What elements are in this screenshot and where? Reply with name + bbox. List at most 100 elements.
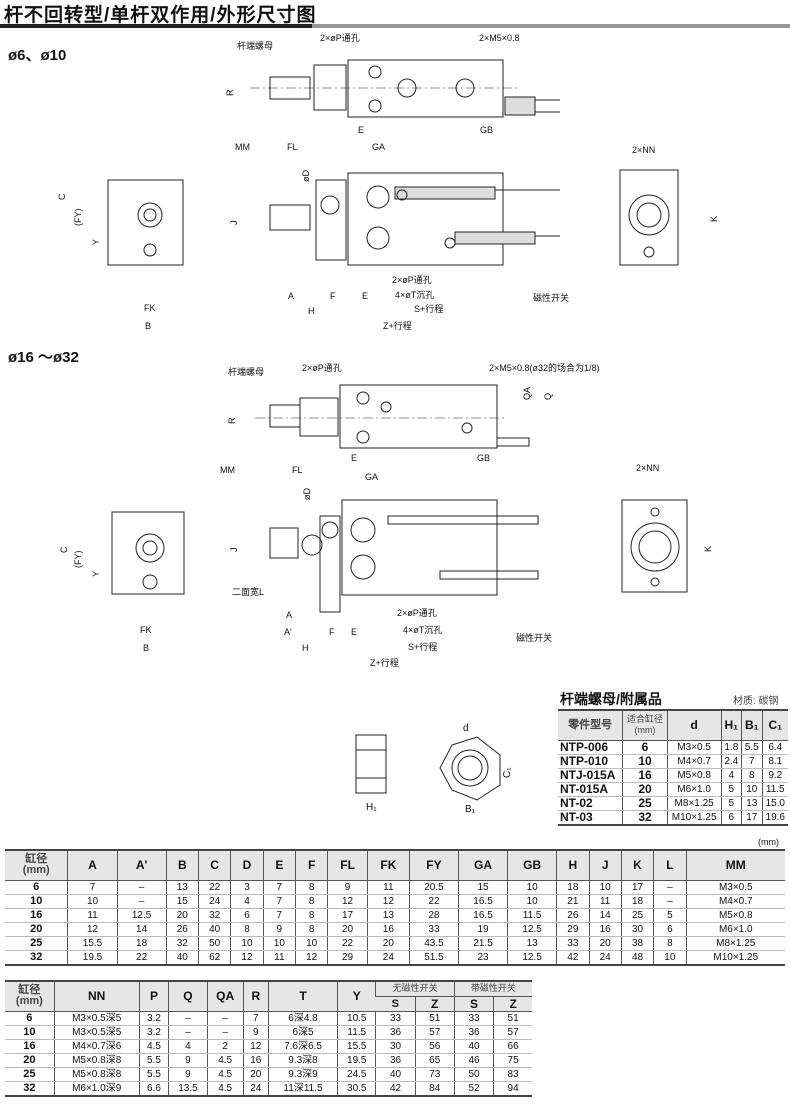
table-cell: 7 [741, 754, 763, 769]
table-cell: 51.5 [408, 950, 459, 965]
table-cell: 11深11.5 [267, 1081, 338, 1096]
column-header: P [138, 981, 169, 1012]
label-m5: 2×M5×0.8(ø32的场合为1/8) [489, 363, 600, 373]
label-h1: H₁ [366, 802, 377, 813]
table-cell: 9.3深9 [267, 1067, 338, 1082]
table-cell: 8 [294, 894, 328, 909]
column-header: L [653, 850, 687, 881]
nut-drawings [355, 734, 501, 801]
table-cell: 6 [720, 810, 742, 825]
table-cell: M4×0.7 [685, 894, 785, 909]
table-cell: 94 [493, 1081, 532, 1096]
table-cell: M3×0.5深5 [53, 1025, 140, 1040]
label-p-hole-2: 2×øP通孔 [392, 275, 432, 285]
table-cell: 8 [294, 922, 328, 937]
table-cell: M10×1.25 [666, 810, 722, 825]
column-header: GB [507, 850, 557, 881]
column-header: H [556, 850, 589, 881]
table-cell: 21.5 [457, 936, 508, 951]
table-cell: 4 [168, 1039, 208, 1054]
table-cell: 12.5 [116, 908, 167, 923]
table-cell: 24 [366, 950, 410, 965]
label-f: F [330, 291, 336, 301]
table-cell: M4×0.7深6 [53, 1039, 140, 1054]
table-cell: 9 [168, 1053, 208, 1068]
table-cell: 29 [556, 922, 589, 937]
label-s: S+行程 [408, 642, 438, 652]
label-h: H [308, 306, 315, 316]
table-cell: 11 [366, 880, 410, 895]
label-e-2: E [351, 627, 358, 637]
table-cell: – [116, 880, 167, 895]
table-cell: 12 [230, 950, 264, 965]
table-cell: M8×1.25 [666, 796, 722, 811]
table-cell: 10 [5, 894, 68, 909]
table-cell: NT-015A [558, 782, 623, 797]
table-cell: 4.5 [138, 1039, 169, 1054]
small-front-view [269, 172, 560, 266]
table-cell: 38 [620, 936, 654, 951]
table-cell: M3×0.5 [685, 880, 785, 895]
table-cell: 20 [5, 1053, 55, 1068]
small-end-views [107, 169, 679, 266]
column-header: Z [414, 996, 455, 1012]
table-cell: 9.2 [761, 768, 788, 783]
table-cell: 51 [414, 1011, 455, 1026]
table-cell: 14 [116, 922, 167, 937]
label-fl: FL [292, 465, 303, 475]
column-header: T [267, 981, 338, 1012]
label-b1: B₁ [465, 804, 476, 815]
label-m5: 2×M5×0.8 [479, 33, 520, 43]
column-header: S [375, 996, 416, 1012]
table-cell: 24 [242, 1081, 269, 1096]
label-y: Y [91, 570, 101, 577]
table-cell: 83 [493, 1067, 532, 1082]
table-cell: 13.5 [168, 1081, 208, 1096]
table-cell: 15 [457, 880, 508, 895]
table-cell: 18 [116, 936, 167, 951]
label-switch: 磁性开关 [516, 633, 553, 643]
table-cell: 4 [230, 894, 264, 909]
table-cell: 66 [493, 1039, 532, 1054]
label-e: E [358, 125, 365, 135]
table-cell: 8 [294, 880, 328, 895]
label-fk: FK [144, 303, 156, 313]
table-cell: – [653, 880, 687, 895]
table-cell: 12.5 [507, 922, 557, 937]
table-cell: 42 [556, 950, 589, 965]
table-cell: 4 [720, 768, 742, 783]
label-gb: GB [480, 125, 494, 135]
label-b: B [145, 321, 152, 331]
table-cell: 28 [408, 908, 459, 923]
table-cell: 6 [230, 908, 264, 923]
column-header: Q [168, 981, 208, 1012]
table-cell: 20 [588, 936, 622, 951]
table-cell: 16 [622, 768, 668, 783]
column-header: H₁ [720, 710, 742, 741]
table-cell: 33 [375, 1011, 416, 1026]
table-cell: 6 [5, 880, 68, 895]
table-cell: 51 [493, 1011, 532, 1026]
table-cell: 17 [327, 908, 368, 923]
table-cell: 14 [588, 908, 622, 923]
label-j: J [229, 547, 239, 553]
table-cell: 8 [230, 922, 264, 937]
table-cell: 40 [375, 1067, 416, 1082]
table-cell: 25 [5, 1067, 55, 1082]
column-header: F [294, 850, 328, 881]
label-p-hole-2: 2×øP通孔 [397, 608, 437, 618]
table-cell: M6×1.0深9 [53, 1081, 140, 1096]
table-cell: 24 [588, 950, 622, 965]
label-a: A [288, 291, 295, 301]
label-fk: FK [140, 625, 152, 635]
table-cell: 7 [262, 880, 296, 895]
table-cell: NTP-010 [558, 754, 623, 769]
